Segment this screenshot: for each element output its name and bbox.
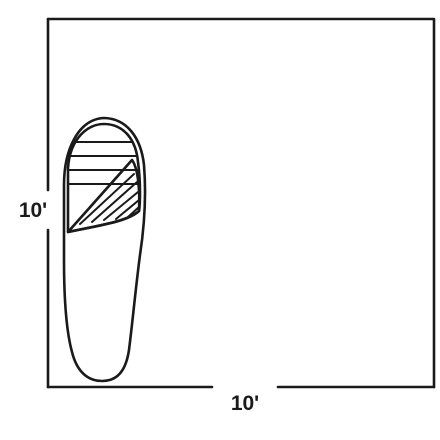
floor-edge-top (46, 17, 436, 389)
flap-hatching (79, 173, 140, 225)
sleeping-bag-flap (66, 158, 141, 234)
floor-outline (46, 17, 436, 389)
sleeping-bag-icon (62, 116, 147, 383)
height-dimension-label: 10' (19, 199, 47, 222)
width-dimension-label: 10' (231, 392, 259, 415)
sleeping-bag-outline (62, 116, 147, 383)
